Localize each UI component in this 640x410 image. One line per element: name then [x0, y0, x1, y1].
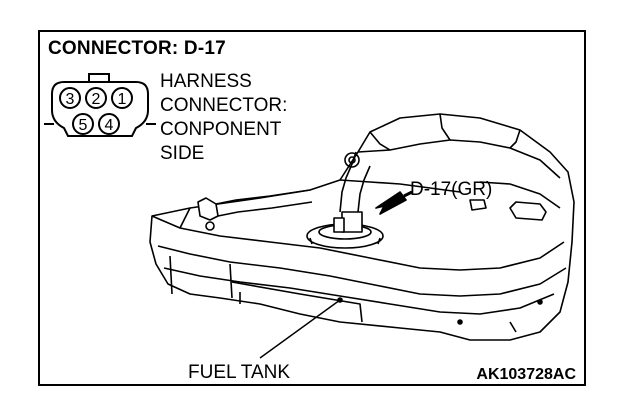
connector-face-line-4: SIDE [160, 143, 205, 164]
pin-label-4: 4 [105, 117, 114, 134]
d17-connector [341, 211, 363, 233]
diagram-title: CONNECTOR: D-17 [48, 38, 226, 59]
pin-3-circle [59, 87, 81, 109]
callout-arrow [375, 191, 407, 215]
pin-4-circle [98, 113, 120, 135]
connector-face-line-1: HARNESS [160, 71, 252, 92]
pin-label-1: 1 [118, 91, 127, 108]
fuel-tank-leader [259, 299, 341, 359]
pin-label-2: 2 [92, 91, 101, 108]
connector-face-line-2: CONNECTOR: [160, 95, 288, 116]
connector-face-label: HARNESS CONNECTOR: CONPONENT SIDE [160, 70, 287, 166]
fuel-tank-label: FUEL TANK [188, 362, 291, 383]
connector-face-line-3: CONPONENT [160, 119, 282, 140]
fuel-tank-drawing [149, 113, 575, 359]
diagram-frame: 3 2 1 5 4 [38, 30, 586, 386]
pin-2-circle [85, 87, 107, 109]
connector-face [44, 73, 156, 137]
pin-5-circle [72, 113, 94, 135]
pin-1-circle [111, 87, 133, 109]
connector-illustration: 3 2 1 5 4 [44, 73, 575, 359]
connector-callout-label: D-17(GR) [410, 179, 493, 200]
figure-code: AK103728AC [476, 366, 576, 383]
pin-label-3: 3 [66, 91, 75, 108]
pin-label-5: 5 [79, 117, 88, 134]
